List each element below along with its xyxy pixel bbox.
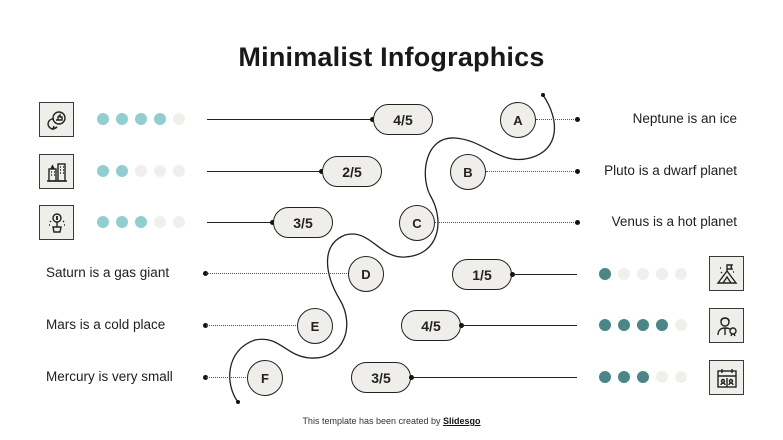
rating-dots-4 (599, 268, 687, 280)
brand-link[interactable]: Slidesgo (443, 416, 481, 426)
step-label-c: Venus is a hot planet (611, 214, 737, 229)
person-award-icon (709, 308, 744, 343)
rating-dot (675, 371, 687, 383)
step-marker-e: E (297, 308, 333, 344)
connector-dot (575, 220, 580, 225)
rating-dots-5 (599, 319, 687, 331)
dotted-connector (206, 273, 349, 274)
page-title: Minimalist Infographics (238, 42, 545, 72)
rating-dots-1 (97, 113, 185, 125)
step-marker-d: D (348, 256, 384, 292)
step-marker-c: C (399, 205, 435, 241)
rating-dot (154, 165, 166, 177)
rating-dot (97, 216, 109, 228)
rating-dot (637, 319, 649, 331)
rating-dot (618, 268, 630, 280)
money-plant-icon (39, 205, 74, 240)
rating-dot (135, 113, 147, 125)
dotted-connector (486, 171, 576, 172)
connector-dot (203, 323, 208, 328)
footer-text: This template has been created by (302, 416, 444, 426)
rating-dot (135, 216, 147, 228)
rating-dot (116, 216, 128, 228)
connector-dot (575, 117, 580, 122)
rating-dot (618, 319, 630, 331)
rating-dot (637, 268, 649, 280)
chat-thumbs-up-icon (39, 102, 74, 137)
connector-dot (575, 169, 580, 174)
city-buildings-icon (39, 154, 74, 189)
rating-dot (97, 165, 109, 177)
connector-line (461, 325, 577, 327)
rating-dot (116, 165, 128, 177)
connector-line (411, 377, 577, 379)
connector-dot (370, 117, 375, 122)
rating-dot (173, 216, 185, 228)
step-marker-f: F (247, 360, 283, 396)
rating-dot (154, 216, 166, 228)
rating-dots-2 (97, 165, 185, 177)
rating-dot (173, 165, 185, 177)
rating-dot (675, 268, 687, 280)
step-label-e: Mars is a cold place (46, 317, 166, 332)
connector-dot (270, 220, 275, 225)
step-label-d: Saturn is a gas giant (46, 265, 170, 280)
step-marker-b: B (450, 154, 486, 190)
connector-dot (203, 271, 208, 276)
rating-dot (173, 113, 185, 125)
rating-dot (116, 113, 128, 125)
rating-dot (656, 371, 668, 383)
rating-dot (637, 371, 649, 383)
rating-dot (135, 165, 147, 177)
dotted-connector (536, 119, 576, 120)
step-label-a: Neptune is an ice (632, 111, 737, 126)
calendar-people-icon (709, 360, 744, 395)
dotted-connector (206, 325, 298, 326)
dotted-connector (435, 222, 576, 223)
connector-line (512, 274, 577, 276)
score-pill: 3/5 (351, 362, 411, 393)
rating-dot (599, 319, 611, 331)
step-marker-a: A (500, 102, 536, 138)
rating-dots-6 (599, 371, 687, 383)
footer-credit: This template has been created by Slides… (0, 416, 783, 426)
dotted-connector (206, 377, 248, 378)
rating-dot (599, 268, 611, 280)
rating-dot (656, 268, 668, 280)
step-label-b: Pluto is a dwarf planet (604, 163, 737, 178)
connector-line (207, 171, 322, 173)
score-pill: 3/5 (273, 207, 333, 238)
score-pill: 1/5 (452, 259, 512, 290)
connector-dot (319, 169, 324, 174)
rating-dot (599, 371, 611, 383)
rating-dots-3 (97, 216, 185, 228)
rating-dot (675, 319, 687, 331)
rating-dot (618, 371, 630, 383)
score-pill: 4/5 (401, 310, 461, 341)
step-label-f: Mercury is very small (46, 369, 173, 384)
connector-dot (203, 375, 208, 380)
connector-line (207, 222, 273, 224)
rating-dot (154, 113, 166, 125)
score-pill: 2/5 (322, 156, 382, 187)
connector-line (207, 119, 373, 121)
score-pill: 4/5 (373, 104, 433, 135)
rating-dot (97, 113, 109, 125)
rating-dot (656, 319, 668, 331)
mountain-flag-icon (709, 256, 744, 291)
